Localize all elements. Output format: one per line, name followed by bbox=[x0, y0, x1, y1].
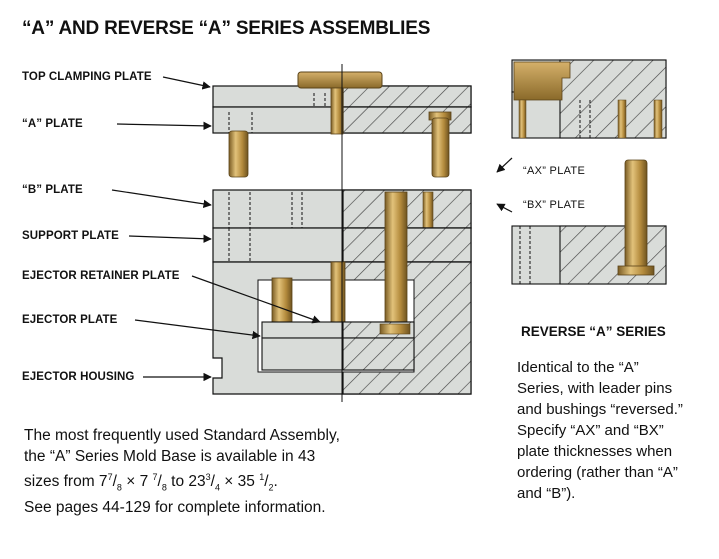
leader-pin-right bbox=[428, 111, 452, 178]
reverse-description-line: Series, with leader pins bbox=[517, 380, 673, 397]
label-top-clamping-plate: TOP CLAMPING PLATE bbox=[22, 71, 152, 83]
locating-ring bbox=[297, 71, 383, 89]
main-description-sizes: sizes from 77/8 × 7 7/8 to 233/4 × 35 1/… bbox=[24, 472, 278, 493]
label-support-plate: SUPPORT PLATE bbox=[22, 230, 119, 242]
label-ejector-housing: EJECTOR HOUSING bbox=[22, 371, 135, 383]
main-description-line: See pages 44-129 for complete informatio… bbox=[24, 498, 326, 516]
return-pin-right bbox=[384, 191, 408, 323]
label-b-plate: “B” PLATE bbox=[22, 184, 83, 196]
label-ax-plate: “AX” PLATE bbox=[523, 165, 586, 177]
main-description-line: the “A” Series Mold Base is available in… bbox=[24, 447, 316, 465]
leader-pin-left bbox=[228, 130, 249, 178]
main-description-line: The most frequently used Standard Assemb… bbox=[24, 427, 340, 444]
reverse-description: Identical to the “A” Series, with leader… bbox=[517, 357, 683, 504]
ejector-plate bbox=[261, 337, 415, 371]
label-a-plate: “A” PLATE bbox=[22, 118, 83, 130]
reverse-description-line: Identical to the “A” bbox=[517, 359, 639, 376]
sprue-bushing bbox=[330, 87, 344, 135]
label-ejector-plate: EJECTOR PLATE bbox=[22, 314, 118, 326]
page-title: “A” AND REVERSE “A” SERIES ASSEMBLIES bbox=[22, 18, 431, 39]
ax-plate bbox=[511, 59, 667, 139]
ejector-retainer-plate bbox=[261, 321, 415, 339]
return-pin-left bbox=[271, 277, 293, 325]
label-bx-plate: “BX” PLATE bbox=[523, 199, 586, 211]
reverse-description-line: Specify “AX” and “BX” bbox=[517, 422, 664, 439]
sprue-puller-pin bbox=[330, 261, 346, 323]
reverse-description-line: and bushings “reversed.” bbox=[517, 401, 683, 418]
reverse-leader-pin bbox=[617, 159, 655, 276]
label-ejector-retainer-plate: EJECTOR RETAINER PLATE bbox=[22, 270, 180, 282]
reverse-description-line: plate thicknesses when bbox=[517, 443, 673, 460]
main-description: The most frequently used Standard Assemb… bbox=[24, 426, 340, 518]
reverse-series-title: REVERSE “A” SERIES bbox=[521, 324, 666, 339]
reverse-description-line: and “B”). bbox=[517, 485, 576, 502]
reverse-description-line: ordering (rather than “A” bbox=[517, 464, 678, 481]
